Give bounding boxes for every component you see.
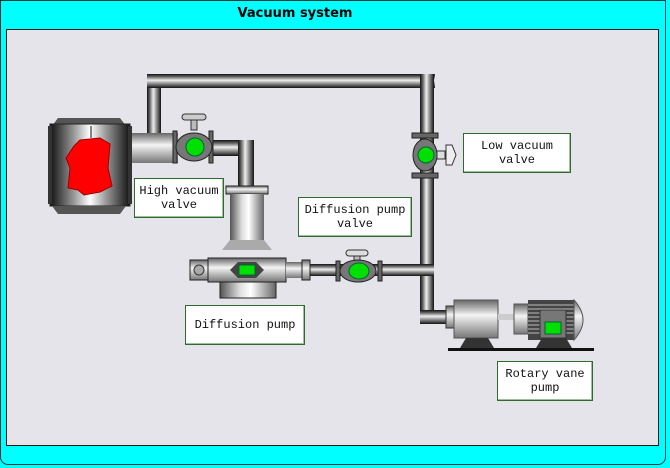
vacuum-chamber	[48, 118, 132, 214]
label-rotary-vane-pump: Rotary vane pump	[497, 361, 593, 401]
label-diffusion-pump: Diffusion pump	[185, 305, 305, 345]
diffusion-pump-valve[interactable]	[335, 249, 383, 283]
valve-status-open	[417, 146, 435, 164]
label-high-vacuum-valve: High vacuum valve	[134, 178, 224, 218]
diffusion-pump[interactable]	[189, 185, 311, 299]
valve-status-open	[348, 262, 370, 280]
pump-status-indicator	[238, 264, 256, 276]
window-title: Vacuum system	[237, 6, 353, 21]
chamber-outlet-pipe	[128, 133, 178, 163]
rotary-vane-pump[interactable]	[445, 298, 594, 351]
roughing-pipe	[147, 74, 460, 324]
high-vacuum-valve[interactable]	[172, 113, 214, 164]
low-vacuum-valve[interactable]	[411, 132, 457, 179]
label-diffusion-pump-valve: Diffusion pump valve	[298, 197, 412, 237]
valve-status-open	[185, 137, 205, 157]
hv-to-diffusion-pipe	[210, 140, 254, 190]
pump-status-indicator	[544, 321, 562, 335]
label-low-vacuum-valve: Low vacuum valve	[463, 133, 571, 173]
chamber-fill-indicator	[65, 137, 113, 196]
